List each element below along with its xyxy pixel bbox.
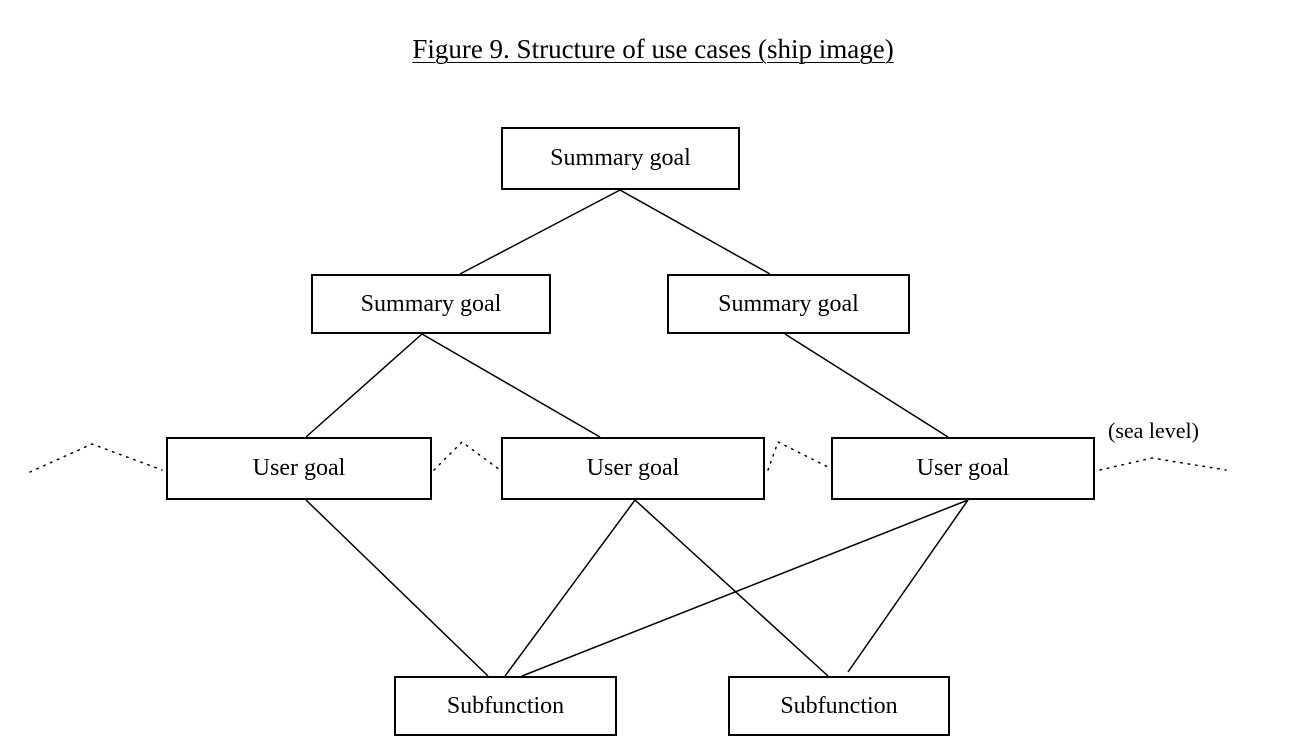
- summary-goal-node-right: Summary goal: [667, 274, 910, 334]
- user-goal-node-3: User goal: [831, 437, 1095, 500]
- subfunction-node-2: Subfunction: [728, 676, 950, 736]
- sea-level-dotted-line: [29, 440, 1227, 473]
- edge-summary-left-to-user-2: [421, 333, 601, 438]
- edge-user-3-to-sub-2: [847, 499, 969, 673]
- edge-user-2-to-sub-2: [634, 499, 829, 677]
- edge-summary-right-to-user-3: [784, 333, 949, 438]
- edge-summary-root-to-summary-right: [619, 189, 771, 275]
- user-goal-node-1: User goal: [166, 437, 432, 500]
- summary-goal-node-root: Summary goal: [501, 127, 740, 190]
- figure-title: Figure 9. Structure of use cases (ship i…: [412, 34, 894, 64]
- user-goal-node-2: User goal: [501, 437, 765, 500]
- edge-summary-left-to-user-1: [305, 333, 423, 438]
- edge-summary-root-to-summary-left: [459, 189, 621, 275]
- sea-level-label: (sea level): [1108, 418, 1199, 443]
- edge-user-2-to-sub-1: [504, 499, 636, 677]
- edge-user-3-to-sub-1: [521, 499, 969, 677]
- summary-goal-node-left: Summary goal: [311, 274, 551, 334]
- edge-user-1-to-sub-1: [305, 499, 489, 677]
- subfunction-node-1: Subfunction: [394, 676, 617, 736]
